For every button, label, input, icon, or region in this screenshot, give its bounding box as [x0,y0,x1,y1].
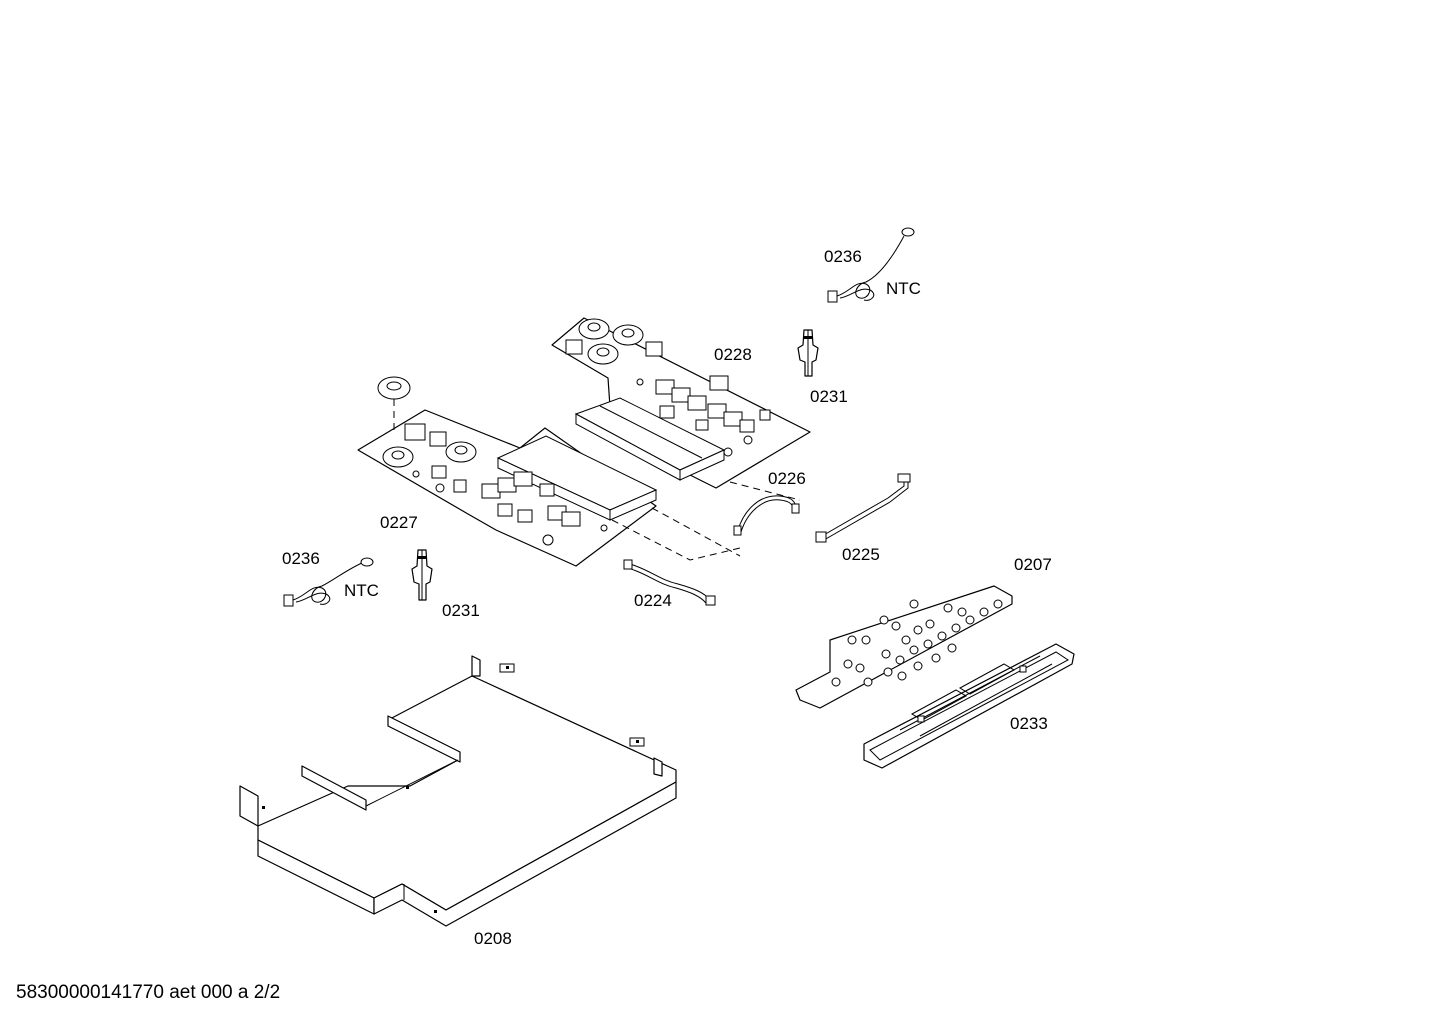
clip-left[interactable] [411,549,433,601]
tray[interactable] [239,655,677,927]
toroid-coil-icon [377,376,411,400]
clip-top[interactable] [797,329,819,377]
label-holder: 0233 [1010,714,1048,733]
label-board-right: 0228 [714,345,752,364]
label-ntc-left-tag: NTC [344,581,379,600]
power-board-right[interactable] [551,317,811,489]
power-board-left[interactable] [357,376,658,567]
cable-0226[interactable] [733,495,800,536]
cable-0224[interactable] [623,559,716,606]
label-cable-right: 0225 [842,545,880,564]
label-tray: 0208 [474,929,512,948]
cable-0225[interactable] [815,473,911,543]
holder[interactable] [863,643,1075,769]
control-board[interactable] [795,585,1013,709]
label-cable-bottom: 0224 [634,591,672,610]
label-board-left: 0227 [380,513,418,532]
label-ntc-top-tag: NTC [886,279,921,298]
button-cluster [831,599,1003,687]
label-ntc-top-number: 0236 [824,247,862,266]
label-control-board: 0207 [1014,555,1052,574]
ntc-sensor-left[interactable] [283,557,374,607]
label-ntc-left-number: 0236 [282,549,320,568]
label-cable-top: 0226 [768,469,806,488]
ntc-sensor-top[interactable] [827,227,915,303]
label-clip-top: 0231 [810,387,848,406]
label-clip-left: 0231 [442,601,480,620]
toroid-coil-icon [578,318,644,365]
drawing-reference-number: 58300000141770 aet 000 a 2/2 [16,982,280,1003]
